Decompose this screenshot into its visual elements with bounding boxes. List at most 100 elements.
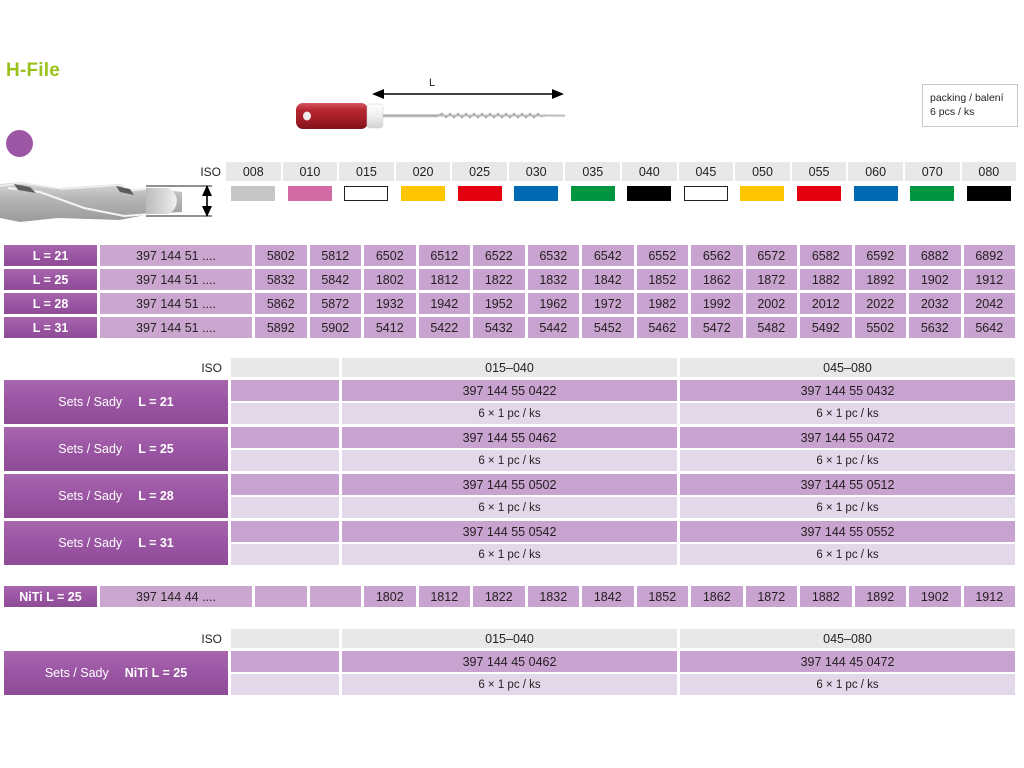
- niti-sets-filler-header: [231, 629, 339, 648]
- sets-table-header: ISO 015–040 045–080: [4, 358, 1018, 377]
- article-code-cell: 5832: [255, 269, 307, 290]
- filler-top: [231, 427, 339, 448]
- iso-size-030: 030: [508, 162, 564, 181]
- article-code-cell: 5442: [527, 317, 579, 338]
- packing-quantity: 6 pcs / ks: [930, 106, 975, 118]
- niti-article-code-cell: 1832: [527, 586, 579, 607]
- set-filler: [231, 380, 339, 424]
- article-code-cell: 5482: [745, 317, 797, 338]
- sets-word: Sets / Sady: [44, 666, 109, 680]
- article-code-cell: 5642: [963, 317, 1015, 338]
- article-code-cell: 6582: [800, 245, 852, 266]
- article-code-cell: 5472: [691, 317, 743, 338]
- color-swatch-010: [287, 185, 332, 201]
- niti-length-label: NiTi L = 25: [4, 586, 97, 607]
- niti-article-prefix: 397 144 44 ....: [100, 586, 252, 607]
- article-code-cell: 2002: [745, 293, 797, 314]
- set-article-number: 397 144 45 0462: [342, 651, 677, 672]
- article-code-cell: 6572: [745, 245, 797, 266]
- iso-color-slot-025: [452, 185, 507, 201]
- article-code-cell: 1932: [364, 293, 416, 314]
- iso-color-slot-050: [735, 185, 790, 201]
- color-swatch-050: [740, 185, 785, 201]
- niti-article-code-cell: 1872: [745, 586, 797, 607]
- color-swatch-035: [570, 185, 615, 201]
- color-swatch-015: [344, 185, 389, 201]
- set-filler: [231, 427, 339, 471]
- article-code-cell: 5632: [909, 317, 961, 338]
- filler-top: [231, 651, 339, 672]
- article-code-cell: 5862: [255, 293, 307, 314]
- article-code-cell: 6562: [691, 245, 743, 266]
- article-code-cell: 1952: [473, 293, 525, 314]
- svg-text:L: L: [429, 77, 435, 89]
- niti-article-code-cell: 1842: [582, 586, 634, 607]
- iso-color-slot-035: [565, 185, 620, 201]
- filler-top: [231, 380, 339, 401]
- article-code-cell: 1912: [963, 269, 1015, 290]
- filler-bottom: [231, 544, 339, 565]
- iso-label: ISO: [200, 164, 221, 179]
- article-code-cell: 5842: [309, 269, 361, 290]
- iso-size-010: 010: [282, 162, 338, 181]
- iso-size-015: 015: [339, 162, 394, 181]
- article-code-cell: 1802: [364, 269, 416, 290]
- length-label-1: L = 25: [4, 269, 97, 290]
- packing-info-box: packing / balení 6 pcs / ks: [922, 84, 1018, 127]
- article-code-cell: 1942: [418, 293, 470, 314]
- set-packing-info: 6 × 1 pc / ks: [680, 403, 1015, 424]
- iso-color-slot-060: [848, 185, 903, 201]
- iso-size-070: 070: [904, 162, 960, 181]
- sets-length: L = 25: [138, 442, 174, 456]
- iso-size-055: 055: [791, 162, 847, 181]
- iso-size-080: 080: [961, 162, 1017, 181]
- article-code-cell: 5502: [854, 317, 906, 338]
- iso-color-slot-080: [962, 185, 1017, 201]
- article-code-cell: 2042: [963, 293, 1015, 314]
- sets-filler-header: [231, 358, 339, 377]
- article-code-cell: 6502: [364, 245, 416, 266]
- sets-range-left-header: 015–040: [342, 358, 677, 377]
- niti-sets-iso-label: ISO: [201, 631, 222, 646]
- article-code-cell: 1812: [418, 269, 470, 290]
- sets-iso-label: ISO: [201, 360, 222, 375]
- niti-set-label: Sets / Sady NiTi L = 25: [4, 651, 228, 695]
- iso-size-060: 060: [848, 162, 903, 181]
- article-code-cell: 1882: [800, 269, 852, 290]
- article-prefix-0: 397 144 51 ....: [100, 245, 252, 266]
- iso-size-050: 050: [735, 162, 790, 181]
- set-article-number: 397 144 55 0432: [680, 380, 1015, 401]
- niti-article-code-cell: 1812: [418, 586, 470, 607]
- set-article-number: 397 144 55 0422: [342, 380, 677, 401]
- endodontic-file-drawing: L: [296, 77, 565, 129]
- iso-size-008: 008: [226, 162, 281, 181]
- niti-article-code-cell: 1912: [963, 586, 1015, 607]
- sets-length: NiTi L = 25: [124, 666, 188, 680]
- sets-word: Sets / Sady: [58, 489, 123, 503]
- length-label-0: L = 21: [4, 245, 97, 266]
- set-filler: [231, 521, 339, 565]
- iso-color-slot-040: [622, 185, 677, 201]
- iso-color-slot-010: [283, 185, 338, 201]
- article-code-cell: 1832: [527, 269, 579, 290]
- set-packing-info: 6 × 1 pc / ks: [680, 497, 1015, 518]
- color-swatch-070: [910, 185, 955, 201]
- article-code-cell: 5902: [309, 317, 361, 338]
- color-swatch-020: [401, 185, 446, 201]
- article-code-cell: 5422: [418, 317, 470, 338]
